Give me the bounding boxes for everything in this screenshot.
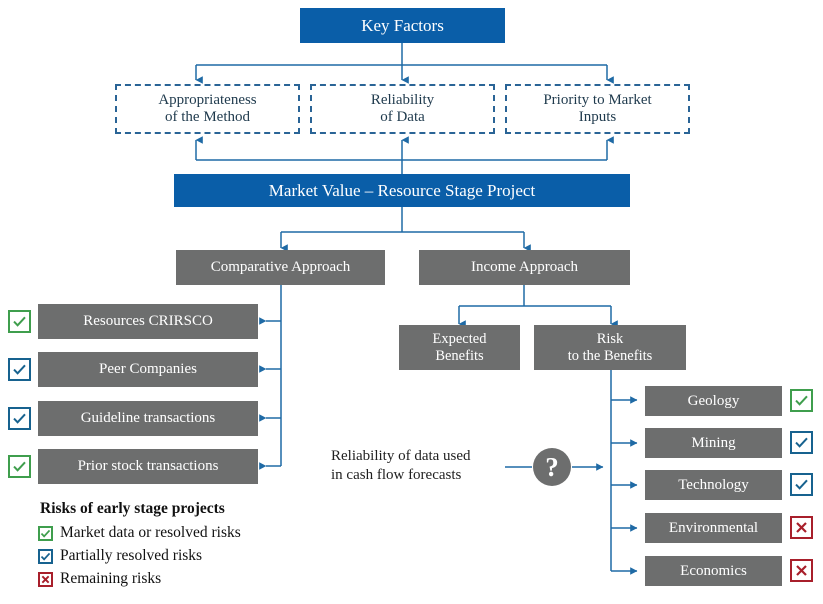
check-icon — [13, 461, 26, 472]
node-comparative-approach-label: Comparative Approach — [210, 259, 351, 276]
node-income-approach-label: Income Approach — [470, 259, 579, 276]
mark-technology[interactable] — [790, 473, 813, 496]
node-technology[interactable]: Technology — [645, 470, 782, 500]
legend-item-remaining-label: Remaining risks — [60, 570, 162, 587]
node-resources-crirsco-label: Resources CRIRSCO — [83, 313, 213, 330]
node-comparative-approach[interactable]: Comparative Approach — [176, 250, 385, 285]
node-guideline-transactions-label: Guideline transactions — [80, 410, 216, 427]
cross-icon — [38, 571, 53, 587]
node-mining[interactable]: Mining — [645, 428, 782, 458]
node-prior-stock-transactions-label: Prior stock transactions — [77, 458, 219, 475]
node-geology-label: Geology — [687, 392, 740, 409]
node-environmental[interactable]: Environmental — [645, 513, 782, 543]
legend-item-resolved-label: Market data or resolved risks — [60, 524, 241, 541]
mark-prior-stock-transactions[interactable] — [8, 455, 31, 478]
node-geology[interactable]: Geology — [645, 386, 782, 416]
node-economics[interactable]: Economics — [645, 556, 782, 586]
check-icon — [13, 364, 26, 375]
mark-peer-companies[interactable] — [8, 358, 31, 381]
mark-guideline-transactions[interactable] — [8, 407, 31, 430]
node-key-factors-label: Key Factors — [361, 15, 444, 35]
legend: Risks of early stage projects Market dat… — [38, 500, 338, 591]
question-badge[interactable]: ? — [533, 448, 571, 486]
node-technology-label: Technology — [678, 476, 749, 493]
mark-environmental[interactable] — [790, 516, 813, 539]
legend-item-remaining: Remaining risks — [38, 568, 338, 590]
legend-title: Risks of early stage projects — [40, 500, 225, 517]
check-icon — [795, 437, 808, 448]
node-prior-stock-transactions[interactable]: Prior stock transactions — [38, 449, 258, 484]
check-icon — [13, 413, 26, 424]
node-resources-crirsco[interactable]: Resources CRIRSCO — [38, 304, 258, 339]
mark-economics[interactable] — [790, 559, 813, 582]
node-market-value-banner-label: Market Value – Resource Stage Project — [268, 180, 536, 200]
check-icon — [38, 548, 53, 564]
check-icon — [13, 316, 26, 327]
legend-item-resolved: Market data or resolved risks — [38, 522, 338, 544]
legend-item-partially-resolved-label: Partially resolved risks — [60, 547, 203, 564]
node-guideline-transactions[interactable]: Guideline transactions — [38, 401, 258, 436]
legend-item-partially-resolved: Partially resolved risks — [38, 545, 338, 567]
cross-icon — [796, 522, 807, 533]
node-income-approach[interactable]: Income Approach — [419, 250, 630, 285]
node-environmental-label: Environmental — [668, 519, 759, 536]
question-badge-label: ? — [545, 451, 559, 482]
node-peer-companies[interactable]: Peer Companies — [38, 352, 258, 387]
node-key-factors[interactable]: Key Factors — [300, 8, 505, 43]
node-peer-companies-label: Peer Companies — [99, 361, 197, 378]
node-economics-label: Economics — [680, 562, 747, 579]
check-icon — [795, 395, 808, 406]
mark-geology[interactable] — [790, 389, 813, 412]
node-market-value-banner[interactable]: Market Value – Resource Stage Project — [174, 174, 630, 207]
check-icon — [795, 479, 808, 490]
mark-mining[interactable] — [790, 431, 813, 454]
node-mining-label: Mining — [691, 434, 736, 451]
cross-icon — [796, 565, 807, 576]
check-icon — [38, 525, 53, 541]
mark-resources-crirsco[interactable] — [8, 310, 31, 333]
